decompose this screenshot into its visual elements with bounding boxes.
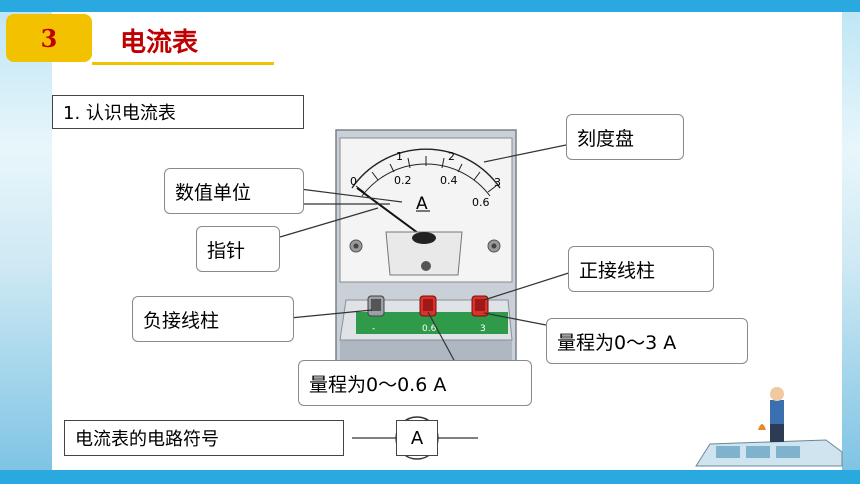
bottom-bar [0, 470, 860, 484]
scale-label-bottom-2: 0.6 [472, 196, 490, 209]
scale-label-bottom-0: 0.2 [394, 174, 412, 187]
ammeter-circuit-symbol: A [396, 420, 438, 456]
zero-adjust-screw [421, 261, 431, 271]
unit-symbol: A [416, 194, 428, 214]
sky-background-right [842, 12, 860, 470]
callout-range-06: 量程为0～0.6 A [298, 360, 532, 406]
callout-dial: 刻度盘 [566, 114, 684, 160]
scale-label-top-0: 0 [350, 175, 357, 188]
scale-arc-outer [351, 148, 501, 189]
scale-label-top-2: 2 [448, 150, 455, 163]
pointer-pivot [412, 232, 436, 244]
symbol-row-label: 电流表的电路符号 [64, 420, 344, 456]
pointer-needle [356, 187, 423, 237]
callout-pointer: 指针 [196, 226, 280, 272]
section-number-badge: 3 [6, 14, 92, 62]
green-plate [356, 312, 508, 334]
terminal-label-neg: - [372, 324, 375, 334]
callout-lines [279, 144, 579, 363]
callout-unit: 数值单位 [164, 168, 304, 214]
terminal-label-06: 0.6 [422, 324, 437, 334]
scale-label-top-3: 3 [494, 176, 501, 189]
top-bar [0, 0, 860, 12]
car-decoration [695, 387, 843, 467]
section-heading: 1. 认识电流表 [52, 95, 304, 129]
meter-base [340, 340, 512, 362]
title-underline [92, 14, 274, 65]
scale-label-bottom-1: 0.4 [440, 174, 458, 187]
scale-label-top-1: 1 [396, 150, 403, 163]
sky-background-left [0, 12, 52, 470]
meter-window [385, 231, 463, 276]
callout-negative-terminal: 负接线柱 [132, 296, 294, 342]
callout-positive-terminal: 正接线柱 [568, 246, 714, 292]
callout-range-3: 量程为0～3 A [546, 318, 748, 364]
terminal-label-3: 3 [480, 324, 486, 334]
page-title: 电流表 [120, 28, 199, 58]
